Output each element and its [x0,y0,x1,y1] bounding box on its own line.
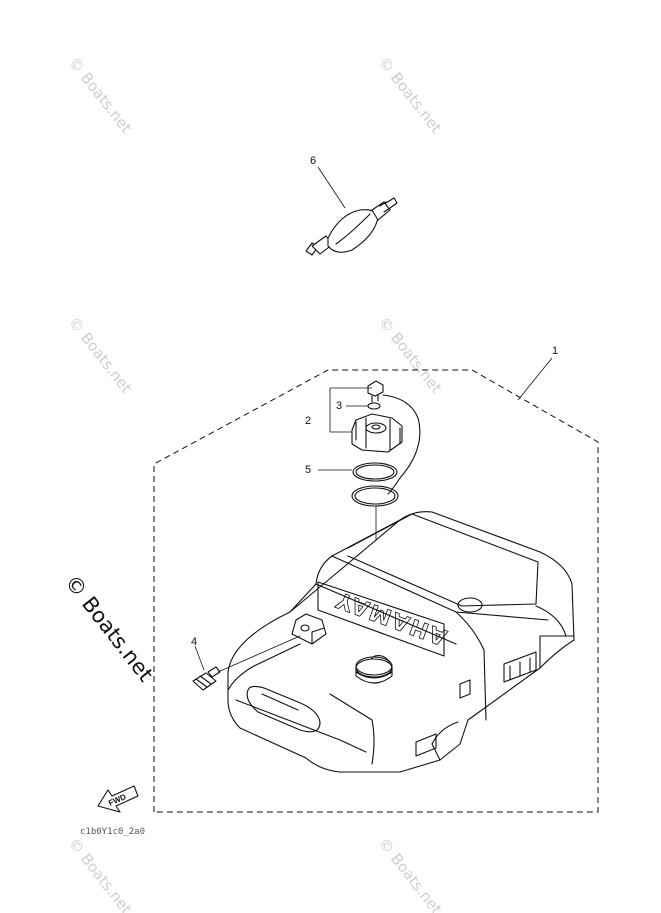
callout-1: 1 [552,345,558,357]
callout-3: 3 [336,400,342,412]
vent-screw-part[interactable] [367,380,384,410]
callout-4: 4 [191,636,197,648]
callout-5: 5 [305,464,311,476]
fuel-tank[interactable]: YAMAHA [227,511,575,773]
watermark-group: © Boats.net © Boats.net © Boats.net © Bo… [60,53,445,913]
callout-2: 2 [305,415,311,427]
primer-bulb-part[interactable] [305,166,398,256]
watermark-top-right: © Boats.net [375,53,446,136]
fwd-arrow-icon: FWD [97,785,139,813]
fuel-connector-part[interactable] [192,635,301,691]
watermark-bottom-left: © Boats.net [65,834,136,913]
filler-cap-part[interactable] [351,394,421,495]
leader-lines [318,357,553,471]
watermark-top-left: © Boats.net [65,53,136,136]
assembly-boundary [153,369,599,813]
watermark-bottom-right: © Boats.net [375,834,446,913]
filler-seal-ring [351,485,399,507]
callout-6: 6 [310,155,316,167]
drawing-code: c1b0Y1c0_2a0 [80,827,145,837]
watermark-mid-left: © Boats.net [65,313,136,396]
watermark-mid-right: © Boats.net [375,313,446,396]
watermark-main: © Boats.net [60,570,158,686]
cap-gasket-part[interactable] [352,462,398,482]
